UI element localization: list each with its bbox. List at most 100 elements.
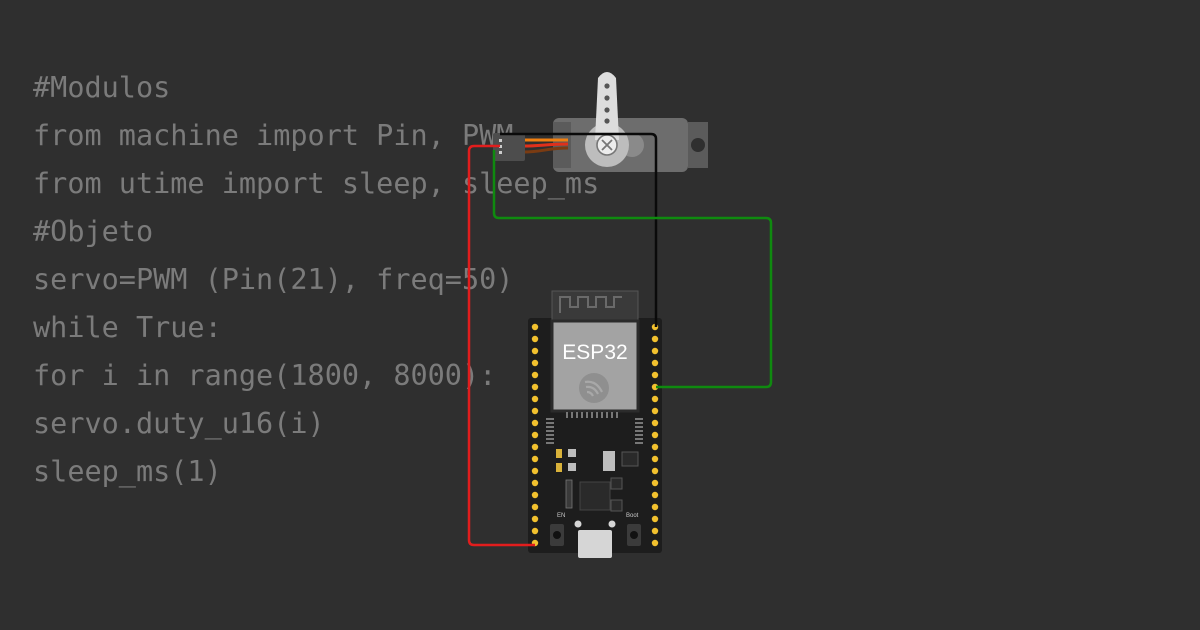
header-pin[interactable] [651, 407, 659, 415]
castellation-pad [586, 412, 588, 418]
servo-horn-hole [604, 107, 610, 113]
boot-button-cap [630, 531, 638, 539]
code-line: servo.duty_u16(i) [33, 407, 325, 440]
header-pin[interactable] [651, 395, 659, 403]
header-pin[interactable] [531, 323, 539, 331]
header-pin[interactable] [531, 467, 539, 475]
castellation-pad [635, 418, 643, 420]
header-pin[interactable] [651, 443, 659, 451]
castellation-pad [546, 422, 554, 424]
header-pin[interactable] [531, 383, 539, 391]
header-pin[interactable] [651, 335, 659, 343]
smd-resistor [568, 463, 576, 471]
boot-label: Boot [626, 513, 639, 519]
header-pin[interactable] [531, 503, 539, 511]
castellation-pad [601, 412, 603, 418]
header-pin[interactable] [531, 443, 539, 451]
esp32-board[interactable]: ESP32 EN Boot [528, 290, 662, 558]
castellation-pad [546, 426, 554, 428]
header-pin[interactable] [651, 491, 659, 499]
servo-horn[interactable] [595, 72, 619, 140]
header-pin[interactable] [651, 455, 659, 463]
code-line: #Objeto [33, 215, 154, 248]
smd-resistor [565, 479, 573, 509]
board-label: ESP32 [562, 341, 627, 364]
castellation-pad [546, 434, 554, 436]
castellation-pad [566, 412, 568, 418]
castellation-pad [635, 422, 643, 424]
espressif-logo-icon [579, 373, 609, 403]
castellation-pad [576, 412, 578, 418]
voltage-regulator [603, 451, 615, 471]
header-pin[interactable] [651, 431, 659, 439]
header-pin[interactable] [531, 455, 539, 463]
castellation-pad [616, 412, 618, 418]
castellation-pad [611, 412, 613, 418]
header-pin[interactable] [531, 395, 539, 403]
header-pin[interactable] [651, 539, 659, 547]
castellation-pad [606, 412, 608, 418]
servo-horn-hole [604, 95, 610, 101]
header-pin[interactable] [531, 347, 539, 355]
header-pin[interactable] [651, 419, 659, 427]
usb-uart-chip [579, 481, 611, 511]
header-pin[interactable] [651, 515, 659, 523]
code-line: sleep_ms(1) [33, 455, 222, 488]
servo-connector-pin [499, 145, 502, 148]
en-button-cap [553, 531, 561, 539]
wire-power[interactable] [467, 144, 535, 547]
header-pins [531, 323, 659, 547]
wire-ground[interactable] [500, 132, 658, 327]
header-pin[interactable] [651, 359, 659, 367]
header-pin[interactable] [651, 467, 659, 475]
servo-horn-hole [604, 83, 610, 89]
header-pin[interactable] [651, 371, 659, 379]
header-pin[interactable] [531, 419, 539, 427]
header-pin[interactable] [651, 347, 659, 355]
header-pin[interactable] [531, 371, 539, 379]
castellation-pad [546, 430, 554, 432]
code-line: from utime import sleep, sleep_ms [33, 167, 600, 200]
servo-connector-pin [499, 151, 502, 154]
header-pin[interactable] [531, 407, 539, 415]
header-pin[interactable] [531, 359, 539, 367]
header-pin[interactable] [651, 503, 659, 511]
smd-resistor [556, 463, 562, 472]
module-castellations [546, 412, 643, 444]
smd-component [610, 477, 623, 490]
en-label: EN [557, 513, 565, 519]
smd-component [610, 499, 623, 512]
code-line: while True: [33, 311, 222, 344]
castellation-pad [546, 442, 554, 444]
header-pin[interactable] [651, 527, 659, 535]
smd-resistor [556, 449, 562, 458]
castellation-pad [635, 426, 643, 428]
castellation-pad [546, 438, 554, 440]
castellation-pad [635, 442, 643, 444]
header-pin[interactable] [531, 515, 539, 523]
header-pin[interactable] [531, 431, 539, 439]
header-pin[interactable] [531, 527, 539, 535]
usb-mount-tab [608, 520, 616, 528]
servo-motor[interactable] [493, 72, 708, 172]
servo-connector-pin [499, 139, 502, 142]
micro-usb-port[interactable] [578, 530, 612, 558]
header-pin[interactable] [651, 479, 659, 487]
wire-signal[interactable] [492, 150, 773, 389]
header-pin[interactable] [531, 335, 539, 343]
code-line: servo=PWM (Pin(21), freq=50) [33, 263, 514, 296]
antenna-trace [559, 296, 622, 313]
header-pin[interactable] [651, 383, 659, 391]
castellation-pad [635, 438, 643, 440]
servo-cable-ground [523, 146, 569, 154]
castellation-pad [591, 412, 593, 418]
header-pin[interactable] [531, 479, 539, 487]
servo-mount-hole [691, 138, 705, 152]
smd-component [621, 451, 639, 467]
servo-screw-cross-icon [601, 139, 613, 151]
header-pin[interactable] [531, 491, 539, 499]
castellation-pad [546, 418, 554, 420]
